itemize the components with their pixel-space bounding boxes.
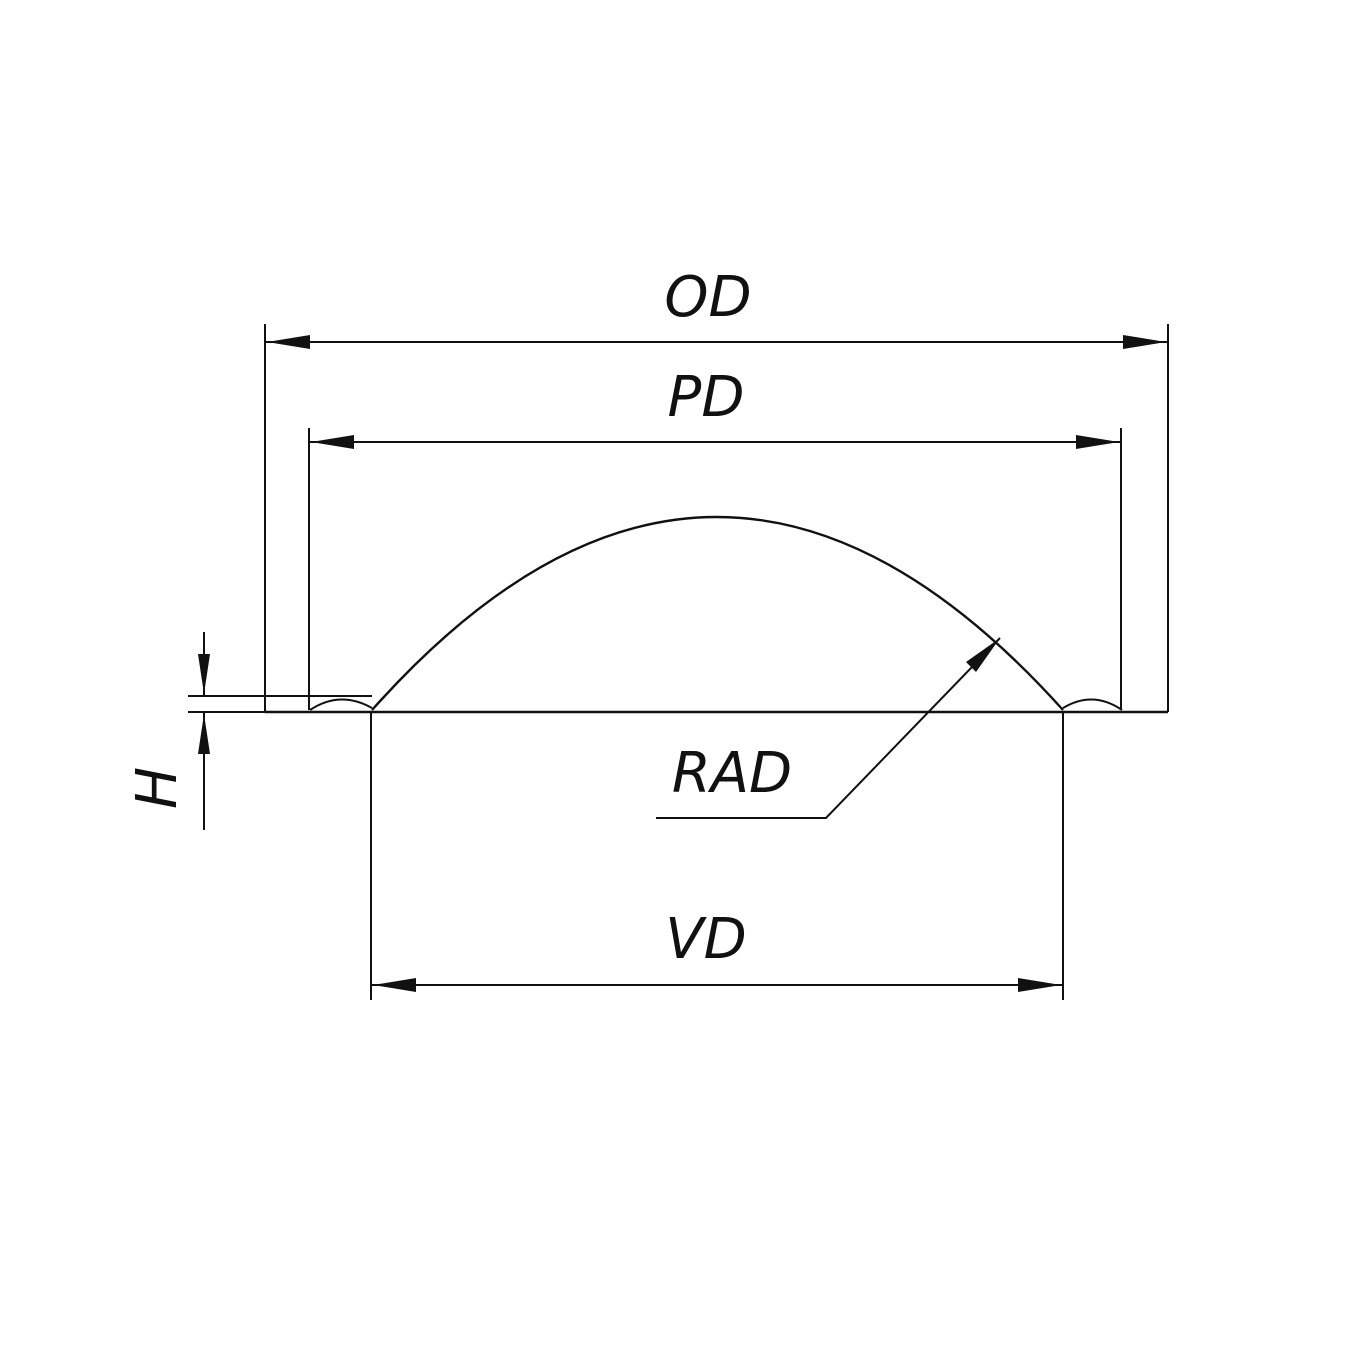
pd-dimension: PD [308, 365, 1122, 710]
dome-arc [371, 516, 1064, 711]
vd-arrow-left [373, 978, 416, 992]
pd-arrow-right [1076, 435, 1119, 449]
vd-arrow-right [1018, 978, 1061, 992]
left-flange-bump [309, 698, 373, 711]
od-dimension: OD [264, 265, 1169, 712]
h-dimension: H [125, 632, 372, 830]
pd-arrow-left [311, 435, 354, 449]
od-label: OD [664, 265, 751, 330]
od-arrow-left [267, 335, 310, 349]
pd-label: PD [668, 365, 745, 430]
vd-dimension: VD [370, 712, 1064, 1000]
h-arrow-bottom [198, 714, 210, 754]
right-flange-bump [1062, 698, 1123, 711]
od-arrow-right [1123, 335, 1166, 349]
rad-arrow [966, 638, 1000, 672]
rad-leader-line [656, 637, 1001, 819]
rad-label: RAD [672, 741, 792, 806]
h-label: H [125, 767, 190, 809]
vd-label: VD [665, 907, 746, 972]
rad-dimension: RAD [656, 637, 1001, 819]
h-arrow-top [198, 654, 210, 694]
